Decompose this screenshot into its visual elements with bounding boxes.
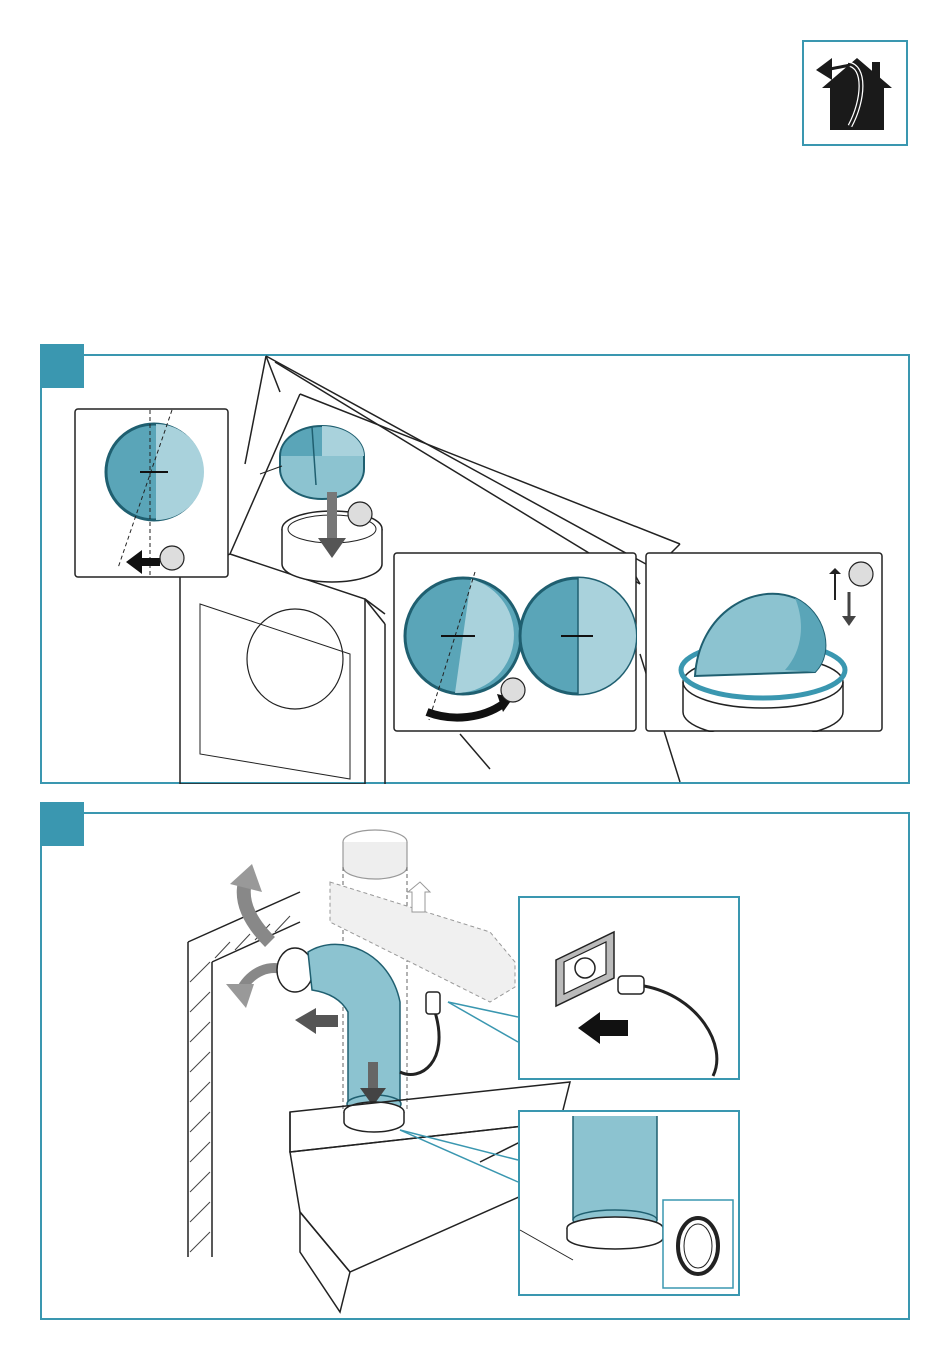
ducted-extraction-house-icon bbox=[804, 42, 906, 144]
damper-fixing-detail bbox=[645, 552, 883, 732]
damper-detail bbox=[74, 408, 229, 578]
damper-rotation-detail bbox=[393, 552, 637, 732]
ducted-extraction-header bbox=[802, 40, 908, 146]
duct-fitting-detail bbox=[518, 1110, 740, 1296]
duct-connection-view bbox=[40, 812, 910, 1320]
power-plug-detail bbox=[518, 896, 740, 1080]
